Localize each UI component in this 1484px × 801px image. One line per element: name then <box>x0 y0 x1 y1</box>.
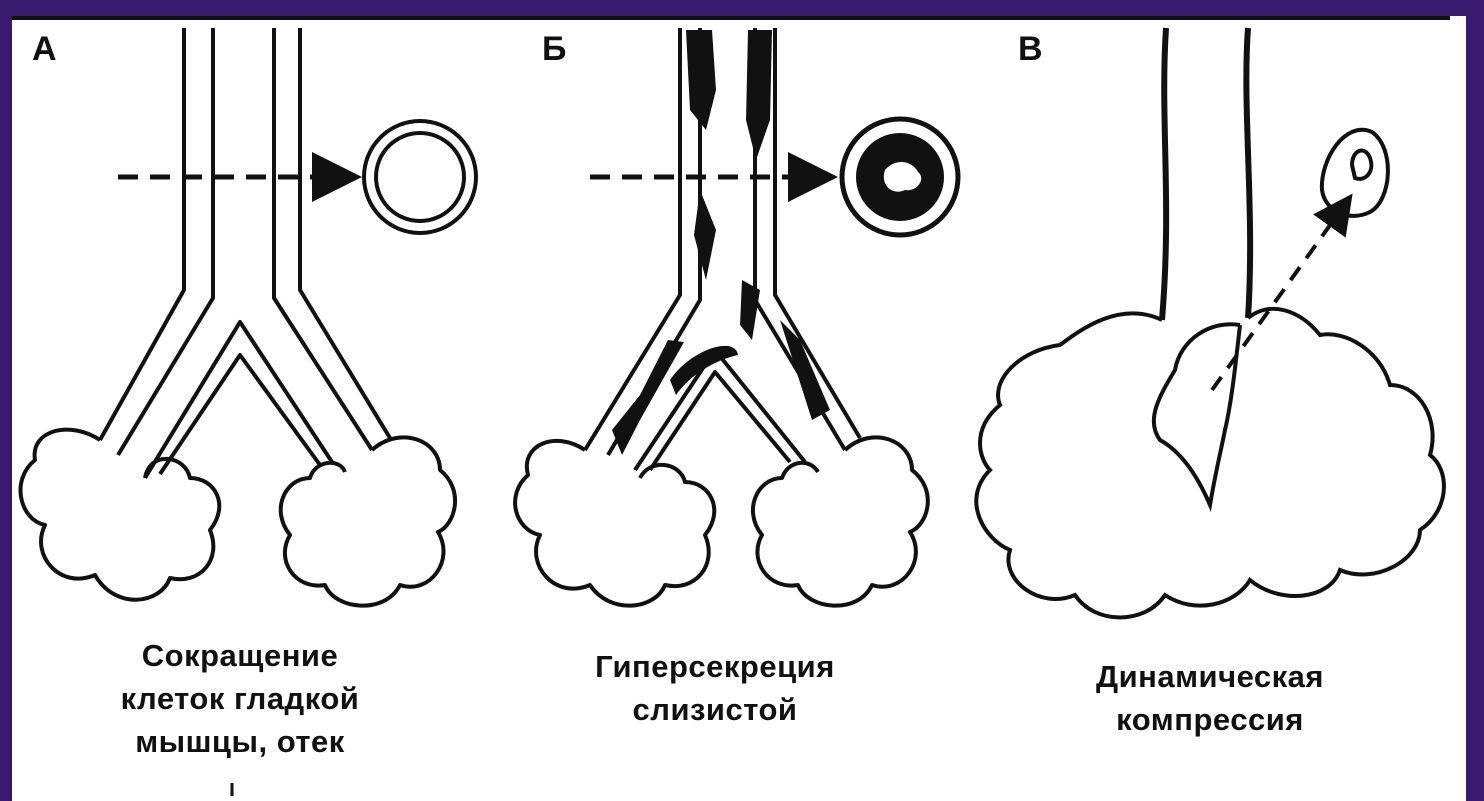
panel-a-alveoli-right <box>281 437 455 605</box>
caption-a-line-2: клеток гладкой <box>60 677 420 720</box>
caption-c-line-2: компрессия <box>1030 698 1390 741</box>
caption-a-line-3: мышцы, отек <box>60 720 420 763</box>
panel-b-mucus-plugs <box>612 30 830 455</box>
panel-c-cross-section <box>1322 130 1388 216</box>
panel-a-wall-left-outer <box>100 28 184 440</box>
caption-panel-c: Динамическая компрессия <box>1030 655 1390 741</box>
panel-a-cross-section <box>364 121 476 233</box>
panel-c-compressed-airway <box>1154 324 1240 505</box>
panel-a-bronchus <box>21 28 456 606</box>
panel-letter-c: В <box>1018 30 1043 69</box>
panel-b-cross-section <box>842 119 958 235</box>
panel-letter-a: А <box>32 30 57 69</box>
panel-c-emphysematous-lung <box>976 309 1444 618</box>
panel-b-alveoli-left <box>515 441 714 606</box>
panel-letter-b: Б <box>542 30 566 69</box>
caption-a-line-1: Сокращение <box>60 634 420 677</box>
panel-b-bronchus <box>515 28 928 606</box>
panel-a-wall-right-outer <box>300 28 390 438</box>
panel-c-section-arrow <box>1212 200 1348 390</box>
caption-panel-b: Гиперсекреция слизистой <box>535 645 895 731</box>
panel-c-bronchus <box>1162 28 1250 320</box>
caption-c-line-1: Динамическая <box>1030 655 1390 698</box>
caption-b-line-1: Гиперсекреция <box>535 645 895 688</box>
caption-b-line-2: слизистой <box>535 688 895 731</box>
caption-panel-a: Сокращение клеток гладкой мышцы, отек <box>60 634 420 763</box>
panel-b-alveoli-right <box>753 437 928 605</box>
